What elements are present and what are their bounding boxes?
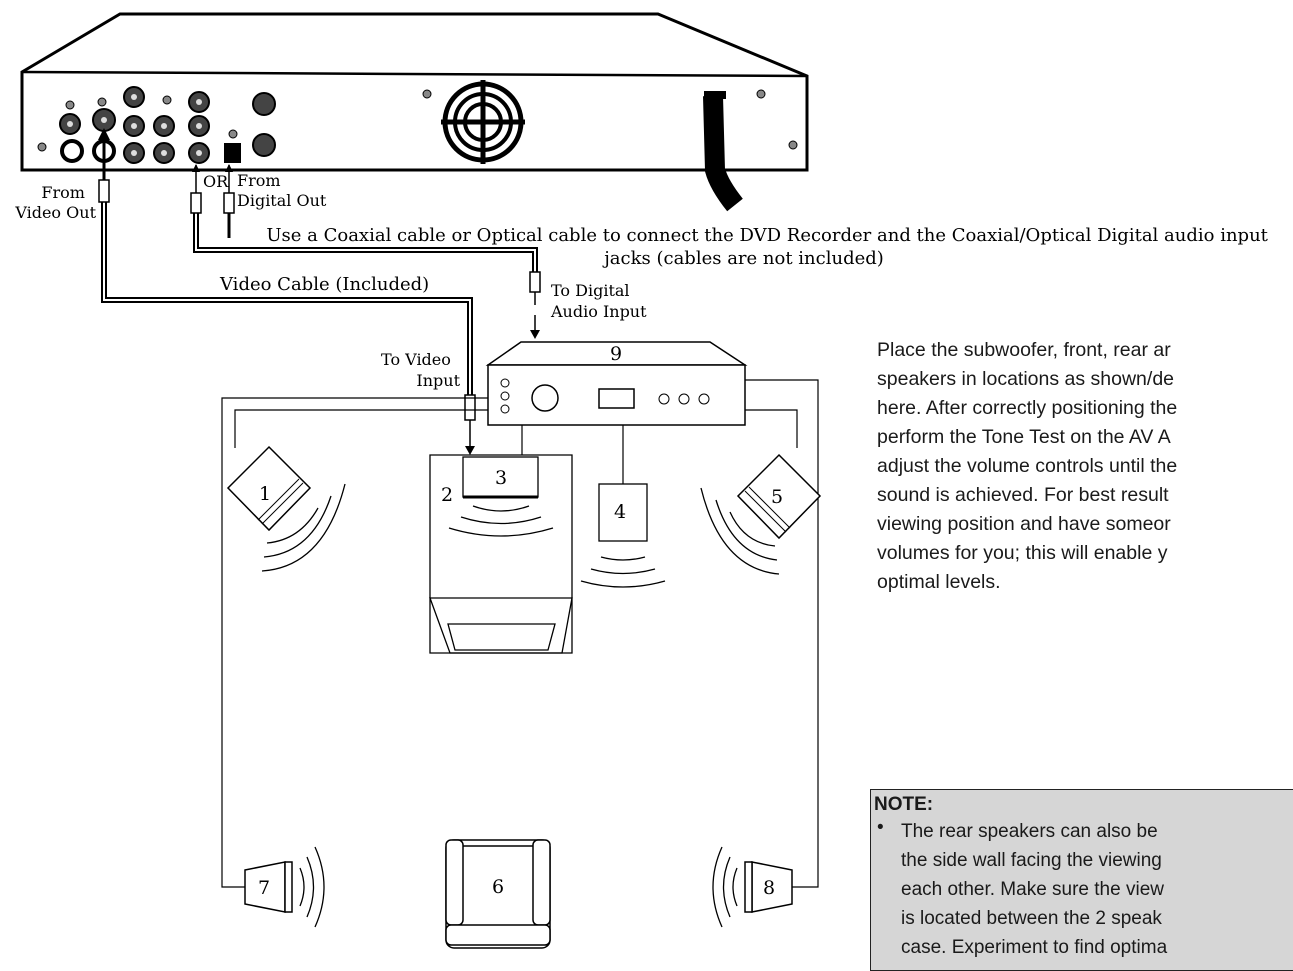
coax-optical-instruction: Use a Coaxial cable or Optical cable to … — [266, 225, 1273, 269]
to-video-input-label: To Video Input — [381, 350, 461, 390]
front-left-speaker — [226, 445, 346, 572]
note-box: NOTE: • The rear speakers can also be th… — [870, 789, 1293, 971]
front-right-speaker — [700, 453, 822, 575]
video-cable-label: Video Cable (Included) — [219, 274, 429, 295]
note-bullet: • — [877, 817, 884, 838]
note-title: NOTE: — [874, 794, 934, 815]
rear-right-speaker — [712, 846, 793, 928]
television — [429, 454, 573, 654]
component-6-label: 6 — [492, 876, 504, 898]
component-1-label: 1 — [259, 483, 271, 505]
to-digital-audio-input-label: To Digital Audio Input — [550, 281, 647, 321]
from-video-out-label: From Video Out — [14, 183, 96, 222]
fan-icon — [441, 80, 525, 164]
rear-left-speaker — [244, 846, 325, 928]
rca-plug — [98, 179, 541, 421]
subwoofer — [580, 483, 666, 588]
component-2-label: 2 — [441, 484, 453, 506]
video-cable — [101, 200, 473, 395]
digital-audio-cable — [193, 212, 538, 272]
placement-instructions: Place the subwoofer, front, rear ar spea… — [877, 339, 1178, 593]
connection-diagram: From Video Out OR From Digital Out Use a… — [14, 12, 1273, 949]
from-digital-out-label: From Digital Out — [237, 171, 327, 210]
component-9-label: 9 — [610, 343, 622, 365]
component-5-label: 5 — [771, 486, 783, 508]
component-7-label: 7 — [258, 877, 270, 899]
component-4-label: 4 — [614, 501, 626, 523]
speaker-wires — [221, 379, 819, 888]
center-speaker — [448, 456, 554, 537]
component-8-label: 8 — [763, 877, 775, 899]
or-label: OR — [203, 172, 229, 191]
note-body: The rear speakers can also be the side w… — [901, 821, 1168, 958]
listening-chair — [445, 839, 551, 949]
component-3-label: 3 — [495, 467, 507, 489]
av-receiver — [485, 341, 748, 426]
dvd-recorder — [20, 12, 809, 212]
